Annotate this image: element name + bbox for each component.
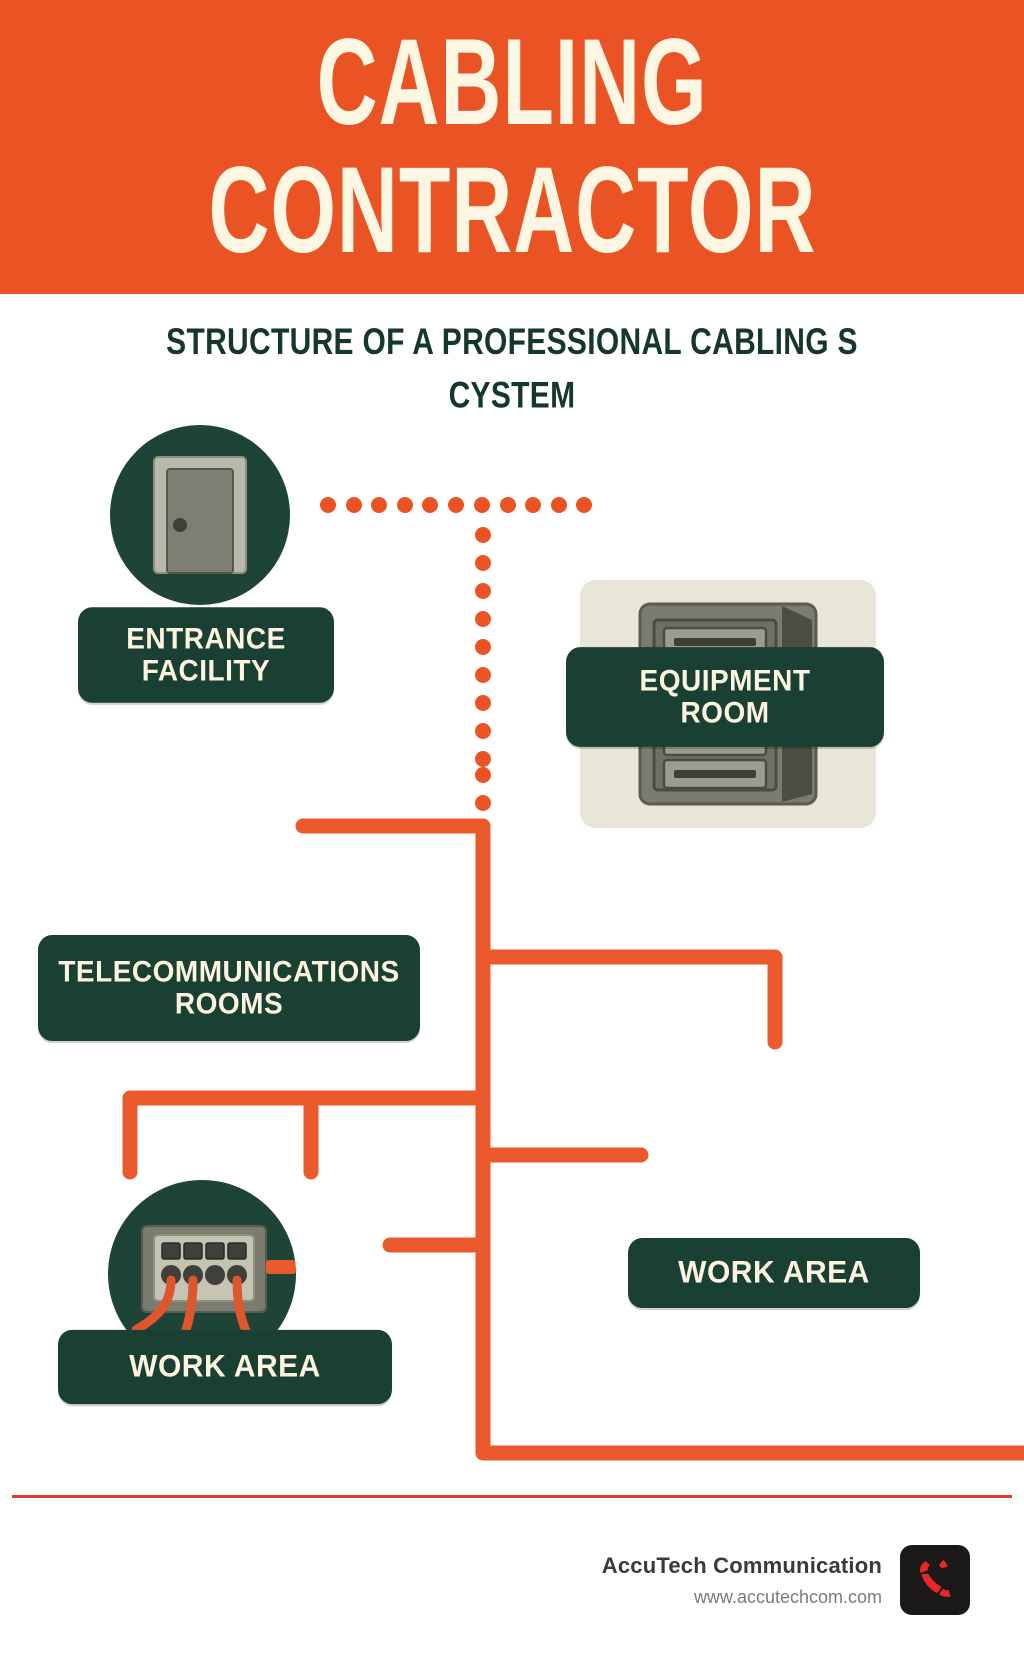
subtitle-line2: CYSTEM <box>448 375 576 416</box>
footer: AccuTech Communication www.accutechcom.c… <box>0 1520 1024 1640</box>
work-area-left-label: WORK AREA <box>58 1329 392 1405</box>
equipment-label-line2: ROOM <box>680 695 770 729</box>
entrance-facility-label: ENTRANCE FACILITY <box>78 607 334 703</box>
subtitle-line1: STRUCTURE OF A PROFESSIONAL CABLING S <box>166 322 858 363</box>
telecom-label-line1: TELECOMMUNICATIONS <box>58 954 400 988</box>
entrance-label-line1: ENTRANCE <box>126 621 286 655</box>
company-website[interactable]: www.accutechcom.com <box>693 1586 882 1607</box>
patch-panel-icon <box>131 1225 296 1355</box>
work-area-right-label: WORK AREA <box>628 1238 920 1308</box>
footer-divider <box>12 1495 1012 1498</box>
entrance-facility-icon-circle <box>110 425 290 605</box>
subtitle: STRUCTURE OF A PROFESSIONAL CABLING S CY… <box>0 316 1024 422</box>
footer-text-block: AccuTech Communication www.accutechcom.c… <box>602 1553 882 1608</box>
company-name: AccuTech Communication <box>601 1552 882 1578</box>
entrance-label-line2: FACILITY <box>141 653 271 687</box>
phone-handset-icon <box>920 1560 951 1597</box>
company-logo <box>900 1545 970 1615</box>
page-title-line1: CABLING <box>316 13 708 151</box>
dotted-connector-entrance-equipment <box>320 497 592 513</box>
equipment-label-line1: EQUIPMENT <box>639 663 811 697</box>
header-banner: CABLING CONTRACTOR <box>0 0 1024 294</box>
page-title-line2: CONTRACTOR <box>208 141 816 279</box>
dotted-connector-vertical <box>475 527 491 811</box>
telecom-rooms-label: TELECOMMUNICATIONS ROOMS <box>38 935 420 1041</box>
equipment-room-label: EQUIPMENT ROOM <box>566 647 884 747</box>
door-icon <box>153 456 247 574</box>
telecom-label-line2: ROOMS <box>174 986 284 1020</box>
